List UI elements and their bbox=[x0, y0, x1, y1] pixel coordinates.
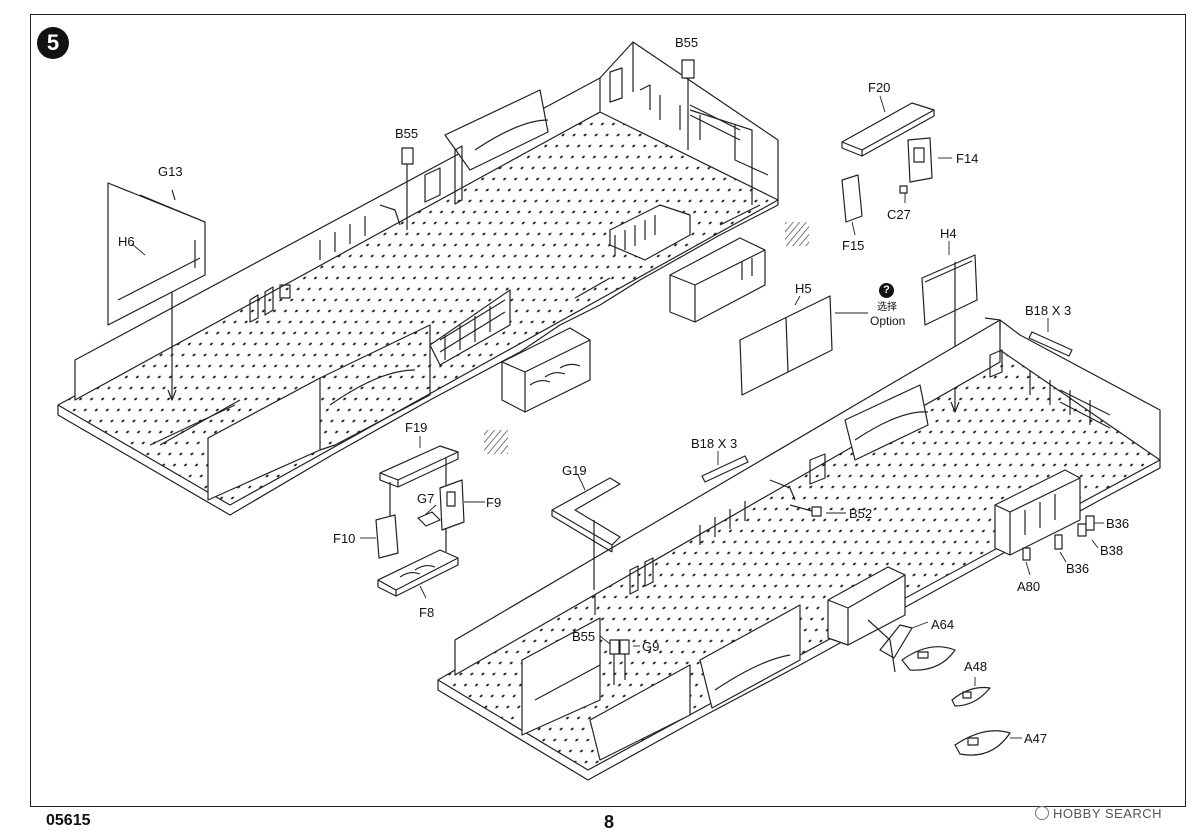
option-label-chinese: 选择 bbox=[877, 302, 897, 313]
part-b55-upper-left bbox=[401, 147, 414, 230]
part-b55-top bbox=[681, 59, 695, 150]
label-f9: F9 bbox=[486, 495, 502, 510]
part-b55-g9 bbox=[609, 639, 630, 685]
part-g7 bbox=[417, 511, 441, 527]
part-boat-a64 bbox=[901, 646, 956, 671]
label-f14: F14 bbox=[956, 151, 979, 166]
page-number: 8 bbox=[604, 812, 615, 832]
hatch-mark-b bbox=[484, 430, 508, 454]
part-b18-mid bbox=[701, 455, 749, 483]
label-c27: C27 bbox=[887, 207, 911, 222]
option-question-icon: ? bbox=[879, 283, 894, 298]
part-a47 bbox=[954, 730, 1011, 756]
label-b36-b: B36 bbox=[1066, 561, 1090, 576]
label-h5: H5 bbox=[795, 281, 812, 296]
diagram-frame bbox=[30, 14, 1186, 807]
label-a80: A80 bbox=[1017, 579, 1041, 594]
part-f10 bbox=[375, 514, 399, 559]
label-b18-mid: B18 X 3 bbox=[691, 436, 738, 451]
label-f19: F19 bbox=[405, 420, 428, 435]
part-b36-b38-a80 bbox=[1022, 515, 1095, 561]
part-g13-h6 bbox=[107, 182, 206, 326]
label-f15: F15 bbox=[842, 238, 865, 253]
label-a48: A48 bbox=[964, 659, 988, 674]
part-h5 bbox=[739, 295, 833, 396]
label-b36-a: B36 bbox=[1106, 516, 1130, 531]
part-g19 bbox=[551, 477, 621, 590]
watermark-logo-icon bbox=[1035, 806, 1049, 820]
label-a47: A47 bbox=[1024, 731, 1048, 746]
part-c27 bbox=[899, 185, 908, 194]
part-a48 bbox=[951, 686, 991, 707]
label-f8: F8 bbox=[419, 605, 435, 620]
product-code: 05615 bbox=[46, 812, 91, 829]
lower-deck-assembly bbox=[437, 317, 1161, 781]
label-f10: F10 bbox=[333, 531, 356, 546]
label-h6: H6 bbox=[118, 234, 135, 249]
watermark-text: HOBBY SEARCH bbox=[1053, 806, 1163, 821]
part-bench-module-b bbox=[669, 237, 766, 323]
label-b52: B52 bbox=[849, 506, 873, 521]
label-g7: G7 bbox=[417, 491, 435, 506]
part-b52 bbox=[789, 504, 822, 517]
step-number-badge: 5 bbox=[37, 27, 69, 59]
option-label: Option bbox=[870, 314, 906, 328]
upper-deck-assembly bbox=[57, 41, 779, 516]
label-b55-upper-left: B55 bbox=[395, 126, 419, 141]
part-bench-module-a bbox=[501, 327, 591, 413]
label-b38: B38 bbox=[1100, 543, 1124, 558]
label-h4: H4 bbox=[940, 226, 957, 241]
label-b18-right: B18 X 3 bbox=[1025, 303, 1072, 318]
part-b18-right bbox=[1028, 331, 1073, 357]
leader-lines bbox=[131, 95, 1104, 739]
label-a64: A64 bbox=[931, 617, 955, 632]
hatch-mark-a bbox=[785, 222, 809, 246]
part-f14 bbox=[907, 137, 933, 183]
part-f9 bbox=[439, 479, 465, 531]
part-f8 bbox=[377, 549, 459, 597]
part-f15 bbox=[841, 174, 863, 223]
part-f19 bbox=[379, 445, 459, 552]
label-g9: G9 bbox=[642, 639, 660, 654]
label-g13: G13 bbox=[158, 164, 183, 179]
watermark: HOBBY SEARCH bbox=[1035, 806, 1162, 821]
label-f20: F20 bbox=[868, 80, 891, 95]
label-b55-top: B55 bbox=[675, 35, 699, 50]
label-b55-bottom: B55 bbox=[572, 629, 596, 644]
part-f20 bbox=[841, 102, 935, 157]
label-g19: G19 bbox=[562, 463, 587, 478]
